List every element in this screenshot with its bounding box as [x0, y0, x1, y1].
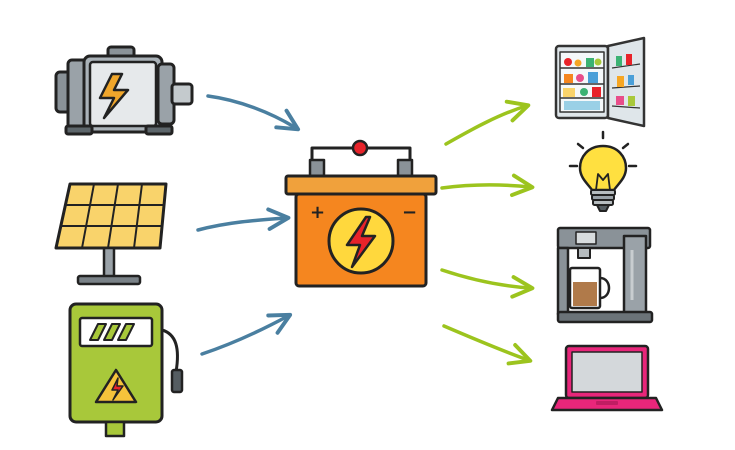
battery-plus-label: +	[310, 202, 325, 223]
light-bulb-icon	[568, 130, 638, 212]
arrow-solar-to-battery	[196, 207, 291, 232]
arrow-battery-to-laptop	[442, 324, 533, 366]
battery-minus-label: −	[402, 202, 417, 223]
refrigerator-icon	[554, 36, 646, 128]
arrow-battery-to-bulb	[440, 173, 535, 198]
coffee-machine-icon	[556, 226, 654, 324]
power-supply-box-icon	[68, 302, 184, 438]
electric-generator-icon	[54, 45, 194, 136]
arrow-supply-to-battery	[200, 312, 293, 356]
arrow-generator-to-battery	[206, 94, 301, 132]
solar-panel-icon	[54, 182, 168, 286]
laptop-icon	[550, 344, 664, 412]
battery-icon: + −	[284, 139, 438, 288]
arrow-battery-to-coffee-machine	[440, 268, 535, 299]
arrow-battery-to-refrigerator	[444, 99, 531, 146]
